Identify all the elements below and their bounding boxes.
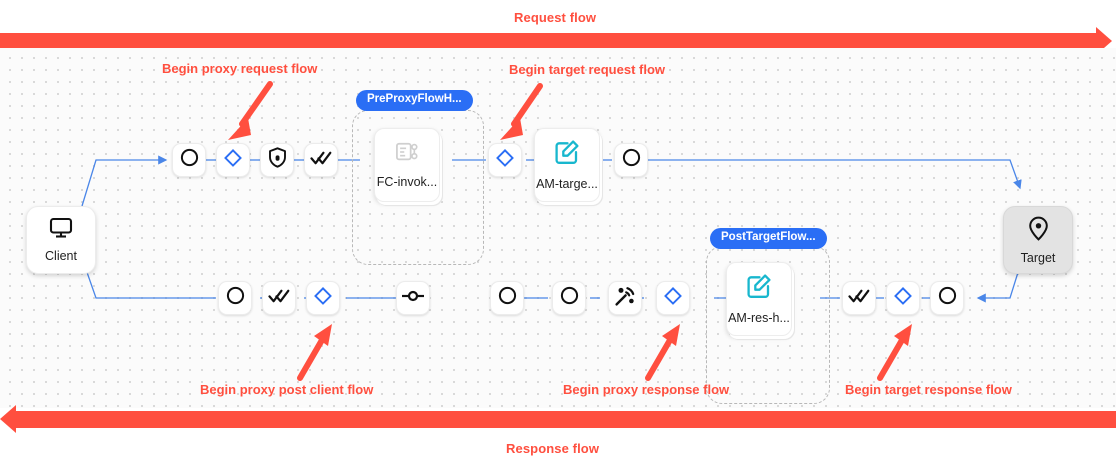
step-request-diamond-2[interactable] xyxy=(488,143,522,177)
assign-message-icon xyxy=(554,139,580,170)
script-icon xyxy=(395,141,419,168)
policy-fc-invoke[interactable]: FC-invok... xyxy=(374,128,440,202)
double-check-icon xyxy=(848,288,870,309)
double-check-icon xyxy=(268,288,290,309)
step-response-diamond-3[interactable] xyxy=(886,281,920,315)
step-response-diamond-1[interactable] xyxy=(306,281,340,315)
step-response-diamond-2[interactable] xyxy=(656,281,690,315)
step-response-circle-3[interactable] xyxy=(552,281,586,315)
circle-icon xyxy=(226,286,245,310)
response-flow-bar xyxy=(16,411,1116,428)
policy-fc-invoke-label: FC-invok... xyxy=(376,175,438,189)
pre-proxy-flow-hooks-badge[interactable]: PreProxyFlowH... xyxy=(356,90,473,111)
client-node[interactable]: Client xyxy=(26,206,96,274)
callout-begin-proxy-request-flow: Begin proxy request flow xyxy=(162,61,318,76)
pre-proxy-flow-hooks-group xyxy=(352,110,484,265)
diamond-icon xyxy=(224,148,242,172)
response-flow-arrowhead xyxy=(0,405,16,433)
shield-lock-icon xyxy=(268,147,287,173)
callout-begin-proxy-response-flow: Begin proxy response flow xyxy=(563,382,730,397)
step-response-circle-1[interactable] xyxy=(218,281,252,315)
policy-am-res-header-label: AM-res-h... xyxy=(728,311,790,325)
callout-begin-target-request-flow: Begin target request flow xyxy=(509,62,666,77)
diamond-icon xyxy=(894,286,912,310)
request-flow-bar xyxy=(0,33,1100,50)
step-request-diamond-1[interactable] xyxy=(216,143,250,177)
step-request-shield-lock[interactable] xyxy=(260,143,294,177)
client-node-label: Client xyxy=(45,249,77,263)
policy-am-res-header[interactable]: AM-res-h... xyxy=(726,262,792,336)
step-response-circle-4[interactable] xyxy=(930,281,964,315)
diamond-icon xyxy=(664,286,682,310)
circle-icon xyxy=(560,286,579,310)
signal-icon xyxy=(614,285,636,312)
step-response-signal[interactable] xyxy=(608,281,642,315)
target-node[interactable]: Target xyxy=(1003,206,1073,274)
step-request-circle-2[interactable] xyxy=(614,143,648,177)
assign-message-icon xyxy=(746,273,772,304)
monitor-icon xyxy=(49,217,73,244)
circle-icon xyxy=(622,148,641,172)
step-response-double-check-2[interactable] xyxy=(842,281,876,315)
callout-begin-target-response-flow: Begin target response flow xyxy=(845,382,1012,397)
junction-icon xyxy=(401,289,425,308)
step-response-junction[interactable] xyxy=(396,281,430,315)
step-response-double-check-1[interactable] xyxy=(262,281,296,315)
response-flow-label: Response flow xyxy=(506,441,600,456)
diamond-icon xyxy=(496,148,514,172)
target-node-label: Target xyxy=(1020,250,1056,265)
step-request-circle-1[interactable] xyxy=(172,143,206,177)
circle-icon xyxy=(180,148,199,172)
circle-icon xyxy=(498,286,517,310)
policy-am-target-label: AM-targe... xyxy=(536,177,598,191)
policy-am-target[interactable]: AM-targe... xyxy=(534,128,600,202)
double-check-icon xyxy=(310,150,332,171)
edge-connectors xyxy=(80,155,1022,303)
circle-icon xyxy=(938,286,957,310)
post-target-flow-hooks-badge[interactable]: PostTargetFlow... xyxy=(710,228,827,249)
diagram-canvas[interactable]: Client Target PreProxyFlowH... xyxy=(0,48,1116,408)
step-response-circle-2[interactable] xyxy=(490,281,524,315)
step-request-double-check[interactable] xyxy=(304,143,338,177)
callout-begin-proxy-post-client-flow: Begin proxy post client flow xyxy=(200,382,374,397)
location-pin-icon xyxy=(1028,216,1049,246)
request-flow-label: Request flow xyxy=(514,10,597,25)
diamond-icon xyxy=(314,286,332,310)
